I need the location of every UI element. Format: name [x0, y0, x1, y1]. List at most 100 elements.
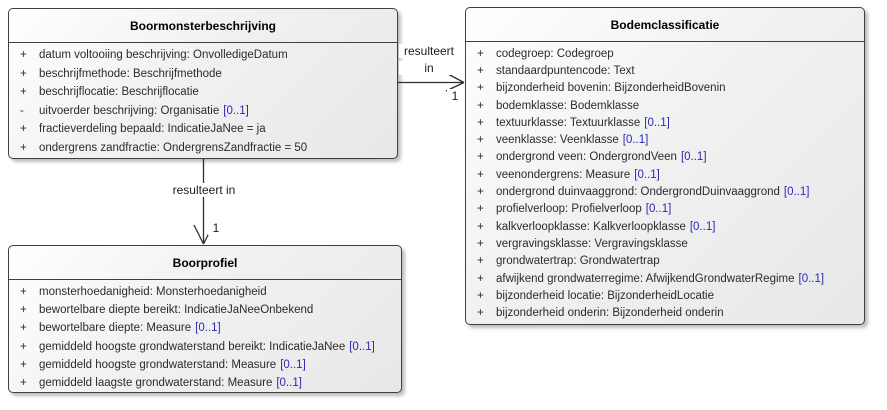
attribute-row: + veenondergrens: Measure [0..1] [466, 166, 864, 183]
attribute-row: + grondwatertrap: Grondwatertrap [466, 253, 864, 270]
attribute-text: textuurklasse: Textuurklasse [496, 116, 641, 129]
class-box-boormonsterbeschrijving[interactable]: Boormonsterbeschrijving + datum voltooii… [8, 8, 398, 159]
attribute-text: afwijkend grondwaterregime: AfwijkendGro… [496, 272, 795, 285]
attribute-multiplicity: [0..1] [223, 104, 249, 117]
visibility-marker: + [477, 237, 484, 250]
visibility-marker: - [20, 104, 24, 117]
attribute-text: codegroep: Codegroep [496, 47, 614, 60]
class-title: Bodemclassificatie [466, 8, 864, 42]
attribute-multiplicity: [0..1] [680, 151, 707, 164]
attribute-text: ondergrond veen: OndergrondVeen [496, 151, 677, 164]
attribute-row: + datum voltooiing beschrijving: Onvolle… [9, 46, 397, 65]
attribute-text: standaardpuntencode: Text [496, 64, 635, 77]
attribute-row: + beschrijflocatie: Beschrijflocatie [9, 83, 397, 102]
attribute-text: monsterhoedanigheid: Monsterhoedanigheid [39, 286, 267, 299]
attribute-text: veenklasse: Veenklasse [496, 134, 619, 147]
connector-label-resulteert: resulteert [399, 44, 459, 58]
attribute-row: + kalkverloopklasse: Kalkverloopklasse [… [466, 218, 864, 235]
attribute-multiplicity: [0..1] [276, 377, 302, 390]
attribute-row: + gemiddeld hoogste grondwaterstand: Mea… [9, 356, 401, 374]
attribute-text: profielverloop: Profielverloop [496, 203, 642, 216]
attribute-text: fractieverdeling bepaald: IndicatieJaNee… [39, 123, 266, 136]
attribute-row: + bijzonderheid onderin: Bijzonderheid o… [466, 304, 864, 321]
visibility-marker: + [477, 186, 484, 199]
attribute-multiplicity: [0..1] [798, 272, 825, 285]
attribute-multiplicity: [0..1] [195, 322, 221, 335]
attribute-row: + fractieverdeling bepaald: IndicatieJaN… [9, 120, 397, 139]
visibility-marker: + [477, 168, 484, 181]
attribute-row: + ondergrond veen: OndergrondVeen [0..1] [466, 149, 864, 166]
visibility-marker: + [477, 82, 484, 95]
visibility-marker: + [20, 86, 27, 99]
attribute-text: beschrijfmethode: Beschrijfmethode [39, 67, 222, 80]
visibility-marker: + [477, 47, 484, 60]
attribute-text: vergravingsklasse: Vergravingsklasse [496, 237, 688, 250]
class-title: Boorprofiel [9, 246, 401, 280]
attribute-text: veenondergrens: Measure [496, 168, 631, 181]
attribute-text: grondwatertrap: Grondwatertrap [496, 255, 660, 268]
attribute-compartment: + datum voltooiing beschrijving: Onvolle… [9, 43, 397, 157]
visibility-marker: + [20, 49, 27, 62]
visibility-marker: + [477, 64, 484, 77]
attribute-text: ondergrond duinvaaggrond: OndergrondDuin… [496, 186, 780, 199]
attribute-text: bodemklasse: Bodemklasse [496, 99, 640, 112]
attribute-multiplicity: [0..1] [783, 186, 810, 199]
visibility-marker: + [477, 272, 484, 285]
attribute-row: + standaardpuntencode: Text [466, 62, 864, 79]
visibility-marker: + [20, 286, 27, 299]
attribute-multiplicity: [0..1] [645, 203, 672, 216]
attribute-row: - uitvoerder beschrijving: Organisatie [… [9, 102, 397, 121]
visibility-marker: + [20, 340, 27, 353]
attribute-compartment: + codegroep: Codegroep + standaardpunten… [466, 42, 864, 322]
visibility-marker: + [20, 322, 27, 335]
attribute-row: + bijzonderheid locatie: BijzonderheidLo… [466, 287, 864, 304]
attribute-text: beschrijflocatie: Beschrijflocatie [39, 86, 199, 99]
visibility-marker: + [477, 99, 484, 112]
attribute-multiplicity: [0..1] [689, 220, 716, 233]
attribute-row: + profielverloop: Profielverloop [0..1] [466, 201, 864, 218]
attribute-multiplicity: [0..1] [644, 116, 670, 129]
attribute-row: + beschrijfmethode: Beschrijfmethode [9, 65, 397, 84]
attribute-text: gemiddeld hoogste grondwaterstand: Measu… [39, 358, 277, 371]
visibility-marker: + [20, 358, 27, 371]
visibility-marker: + [477, 134, 484, 147]
attribute-text: gemiddeld laagste grondwaterstand: Measu… [39, 377, 273, 390]
attribute-row: + monsterhoedanigheid: Monsterhoedanighe… [9, 283, 401, 301]
attribute-row: + afwijkend grondwaterregime: AfwijkendG… [466, 270, 864, 287]
visibility-marker: + [477, 289, 484, 302]
attribute-multiplicity: [0..1] [349, 340, 375, 353]
attribute-row: + veenklasse: Veenklasse [0..1] [466, 131, 864, 148]
attribute-row: + bewortelbare diepte: Measure [0..1] [9, 319, 401, 337]
attribute-text: uitvoerder beschrijving: Organisatie [39, 104, 220, 117]
connector-multiplicity: 1 [208, 221, 224, 235]
visibility-marker: + [20, 377, 27, 390]
attribute-text: ondergrens zandfractie: OndergrensZandfr… [39, 141, 308, 154]
visibility-marker: + [477, 203, 484, 216]
attribute-text: bijzonderheid locatie: BijzonderheidLoca… [496, 289, 715, 302]
connector-label-in: in [399, 61, 459, 75]
attribute-text: bewortelbare diepte bereikt: IndicatieJa… [39, 304, 314, 317]
attribute-row: + codegroep: Codegroep [466, 45, 864, 62]
class-title: Boormonsterbeschrijving [9, 9, 397, 43]
attribute-multiplicity: [0..1] [622, 134, 649, 147]
attribute-row: + vergravingsklasse: Vergravingsklasse [466, 235, 864, 252]
attribute-text: bijzonderheid bovenin: BijzonderheidBove… [496, 82, 726, 95]
attribute-multiplicity: [0..1] [280, 358, 306, 371]
class-box-bodemclassificatie[interactable]: Bodemclassificatie + codegroep: Codegroe… [465, 7, 865, 325]
attribute-multiplicity: [0..1] [634, 168, 660, 181]
visibility-marker: + [477, 116, 484, 129]
visibility-marker: + [20, 67, 27, 80]
visibility-marker: + [477, 220, 484, 233]
visibility-marker: + [477, 307, 484, 320]
attribute-row: + bodemklasse: Bodemklasse [466, 97, 864, 114]
attribute-row: + bewortelbare diepte bereikt: Indicatie… [9, 301, 401, 319]
attribute-text: gemiddeld hoogste grondwaterstand bereik… [39, 340, 346, 353]
class-box-boorprofiel[interactable]: Boorprofiel + monsterhoedanigheid: Monst… [8, 245, 402, 393]
visibility-marker: + [20, 123, 27, 136]
attribute-row: + bijzonderheid bovenin: BijzonderheidBo… [466, 80, 864, 97]
visibility-marker: + [477, 151, 484, 164]
attribute-row: + gemiddeld hoogste grondwaterstand bere… [9, 338, 401, 356]
attribute-compartment: + monsterhoedanigheid: Monsterhoedanighe… [9, 280, 401, 392]
attribute-text: kalkverloopklasse: Kalkverloopklasse [496, 220, 686, 233]
